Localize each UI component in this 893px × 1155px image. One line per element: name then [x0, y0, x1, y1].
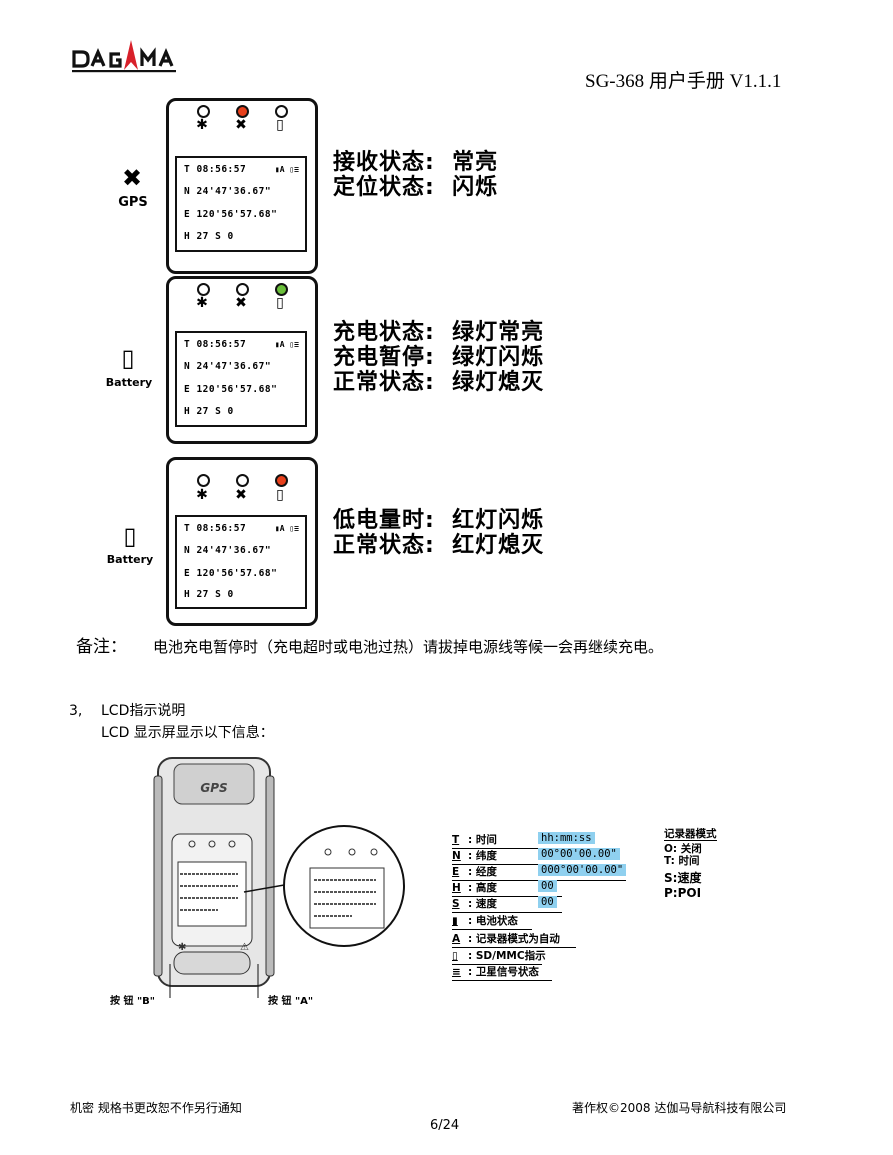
footer-copyright: 著作权©2008 达伽马导航科技有限公司: [572, 1101, 787, 1115]
lcd-time: T 08:56:57: [184, 339, 247, 350]
led-panel-gps: ✱ ✖ ▯ T 08:56:57 ▮A ▯≡ N 24'47'36.67" E …: [166, 98, 318, 274]
button-a-label: 按 钮 "A": [268, 994, 313, 1007]
lcd-time: T 08:56:57: [184, 523, 247, 534]
dagama-logo: [72, 40, 176, 73]
lcd-altitude-speed: H 27 S 0: [184, 589, 234, 600]
legend-row: N: 纬度 00°00'00.00": [452, 848, 620, 865]
device-brand: GPS: [200, 781, 227, 795]
legend-value: 00: [538, 896, 557, 908]
bluetooth-icon: ✱: [196, 295, 208, 311]
lcd-screen: T 08:56:57 ▮A ▯≡ N 24'47'36.67" E 120'56…: [175, 331, 307, 427]
battery-led: [275, 474, 288, 487]
legend-row: H: 高度 00: [452, 880, 562, 897]
manual-title: SG-368 用户手册 V1.1.1: [585, 71, 782, 92]
note: 备注： 电池充电暂停时（充电超时或电池过热）请拔掉电源线等候一会再继续充电。: [76, 632, 663, 657]
lcd-longitude: E 120'56'57.68": [184, 568, 278, 579]
sd-card-icon: ▯: [452, 950, 458, 962]
legend-row: ▮: 电池状态: [452, 913, 532, 930]
note-text: 电池充电暂停时（充电超时或电池过热）请拔掉电源线等候一会再继续充电。: [153, 638, 664, 656]
svg-text:⚠: ⚠: [240, 942, 249, 953]
lcd-screen: T 08:56:57 ▮A ▯≡ N 24'47'36.67" E 120'56…: [175, 515, 307, 609]
gps-satellite-icon: ✖: [235, 295, 247, 311]
button-b-label: 按 钮 "B": [110, 994, 155, 1007]
recorder-mode: 记录器模式 O: 关闭 T: 时间 S:速度 P:POI: [664, 828, 717, 901]
bluetooth-led: [197, 283, 210, 296]
battery-icon: ▯: [276, 117, 284, 133]
panel-label: GPS: [118, 195, 148, 210]
battery-icon: ▮: [452, 915, 458, 927]
note-label: 备注：: [76, 637, 127, 656]
recorder-mode-item: P:POI: [664, 886, 702, 900]
section-heading: 3, LCD指示说明: [69, 700, 185, 720]
section-title: LCD指示说明: [101, 703, 186, 719]
lcd-altitude-speed: H 27 S 0: [184, 406, 234, 417]
legend-value: 00: [538, 880, 557, 892]
panel-label: Battery: [105, 376, 153, 389]
gps-led: [236, 283, 249, 296]
gps-satellite-icon: ✖: [121, 164, 143, 192]
bluetooth-led: [197, 474, 210, 487]
lcd-latitude: N 24'47'36.67": [184, 186, 272, 197]
battery-icon: ▯: [276, 295, 284, 311]
lcd-status-icons: ▮A ▯≡: [274, 340, 299, 349]
led-panel-battery-low: ✱ ✖ ▯ T 08:56:57 ▮A ▯≡ N 24'47'36.67" E …: [166, 457, 318, 626]
status-description: 充电状态: 绿灯常亮 充电暂停: 绿灯闪烁 正常状态: 绿灯熄灭: [333, 320, 545, 395]
lcd-latitude: N 24'47'36.67": [184, 545, 272, 556]
legend-row: E: 经度 000°00'00.00": [452, 864, 627, 881]
status-description: 接收状态: 常亮 定位状态: 闪烁: [333, 150, 499, 200]
bluetooth-icon: ✱: [196, 117, 208, 133]
battery-led: [275, 283, 288, 296]
gps-satellite-icon: ✖: [235, 117, 247, 133]
lcd-latitude: N 24'47'36.67": [184, 361, 272, 372]
lcd-longitude: E 120'56'57.68": [184, 209, 278, 220]
led-panel-battery-charge: ✱ ✖ ▯ T 08:56:57 ▮A ▯≡ N 24'47'36.67" E …: [166, 276, 318, 444]
device-illustration: GPS ✱ ⚠ 按 钮 "B" 按 钮 "A": [110, 757, 405, 1007]
legend-row: A: 记录器模式为自动: [452, 931, 576, 948]
legend-value: 00°00'00.00": [538, 848, 620, 860]
battery-led: [275, 105, 288, 118]
satellite-signal-icon: ≡: [452, 966, 461, 978]
legend-value: hh:mm:ss: [538, 832, 595, 844]
battery-icon: ▯: [123, 522, 137, 550]
section-number: 3,: [69, 703, 83, 719]
lcd-altitude-speed: H 27 S 0: [184, 231, 234, 242]
recorder-mode-item: O: 关闭: [664, 843, 702, 855]
recorder-mode-item: T: 时间: [664, 855, 700, 867]
recorder-mode-title: 记录器模式: [664, 828, 717, 841]
gps-satellite-icon: ✖: [235, 487, 247, 503]
gps-led: [236, 105, 249, 118]
lcd-status-icons: ▮A ▯≡: [274, 524, 299, 533]
status-description: 低电量时: 红灯闪烁 正常状态: 红灯熄灭: [333, 508, 545, 558]
panel-label: Battery: [106, 553, 154, 566]
legend-row: ▯: SD/MMC指示: [452, 948, 546, 965]
lcd-longitude: E 120'56'57.68": [184, 384, 278, 395]
legend-row: T: 时间 hh:mm:ss: [452, 832, 612, 849]
lcd-screen: T 08:56:57 ▮A ▯≡ N 24'47'36.67" E 120'56…: [175, 156, 307, 252]
lcd-time: T 08:56:57: [184, 164, 247, 175]
legend-row: ≡: 卫星信号状态: [452, 964, 552, 981]
bluetooth-icon: ✱: [196, 487, 208, 503]
svg-text:✱: ✱: [178, 942, 186, 953]
battery-icon: ▯: [276, 487, 284, 503]
bluetooth-led: [197, 105, 210, 118]
lcd-status-icons: ▮A ▯≡: [274, 165, 299, 174]
section-subtitle: LCD 显示屏显示以下信息：: [101, 725, 274, 741]
page-number: 6/24: [430, 1118, 460, 1133]
footer-confidential: 机密 规格书更改恕不作另行通知: [70, 1101, 242, 1115]
legend-row: S: 速度 00: [452, 896, 562, 913]
battery-icon: ▯: [121, 344, 135, 372]
gps-led: [236, 474, 249, 487]
legend-value: 000°00'00.00": [538, 864, 627, 876]
recorder-mode-item: S:速度: [664, 871, 702, 885]
